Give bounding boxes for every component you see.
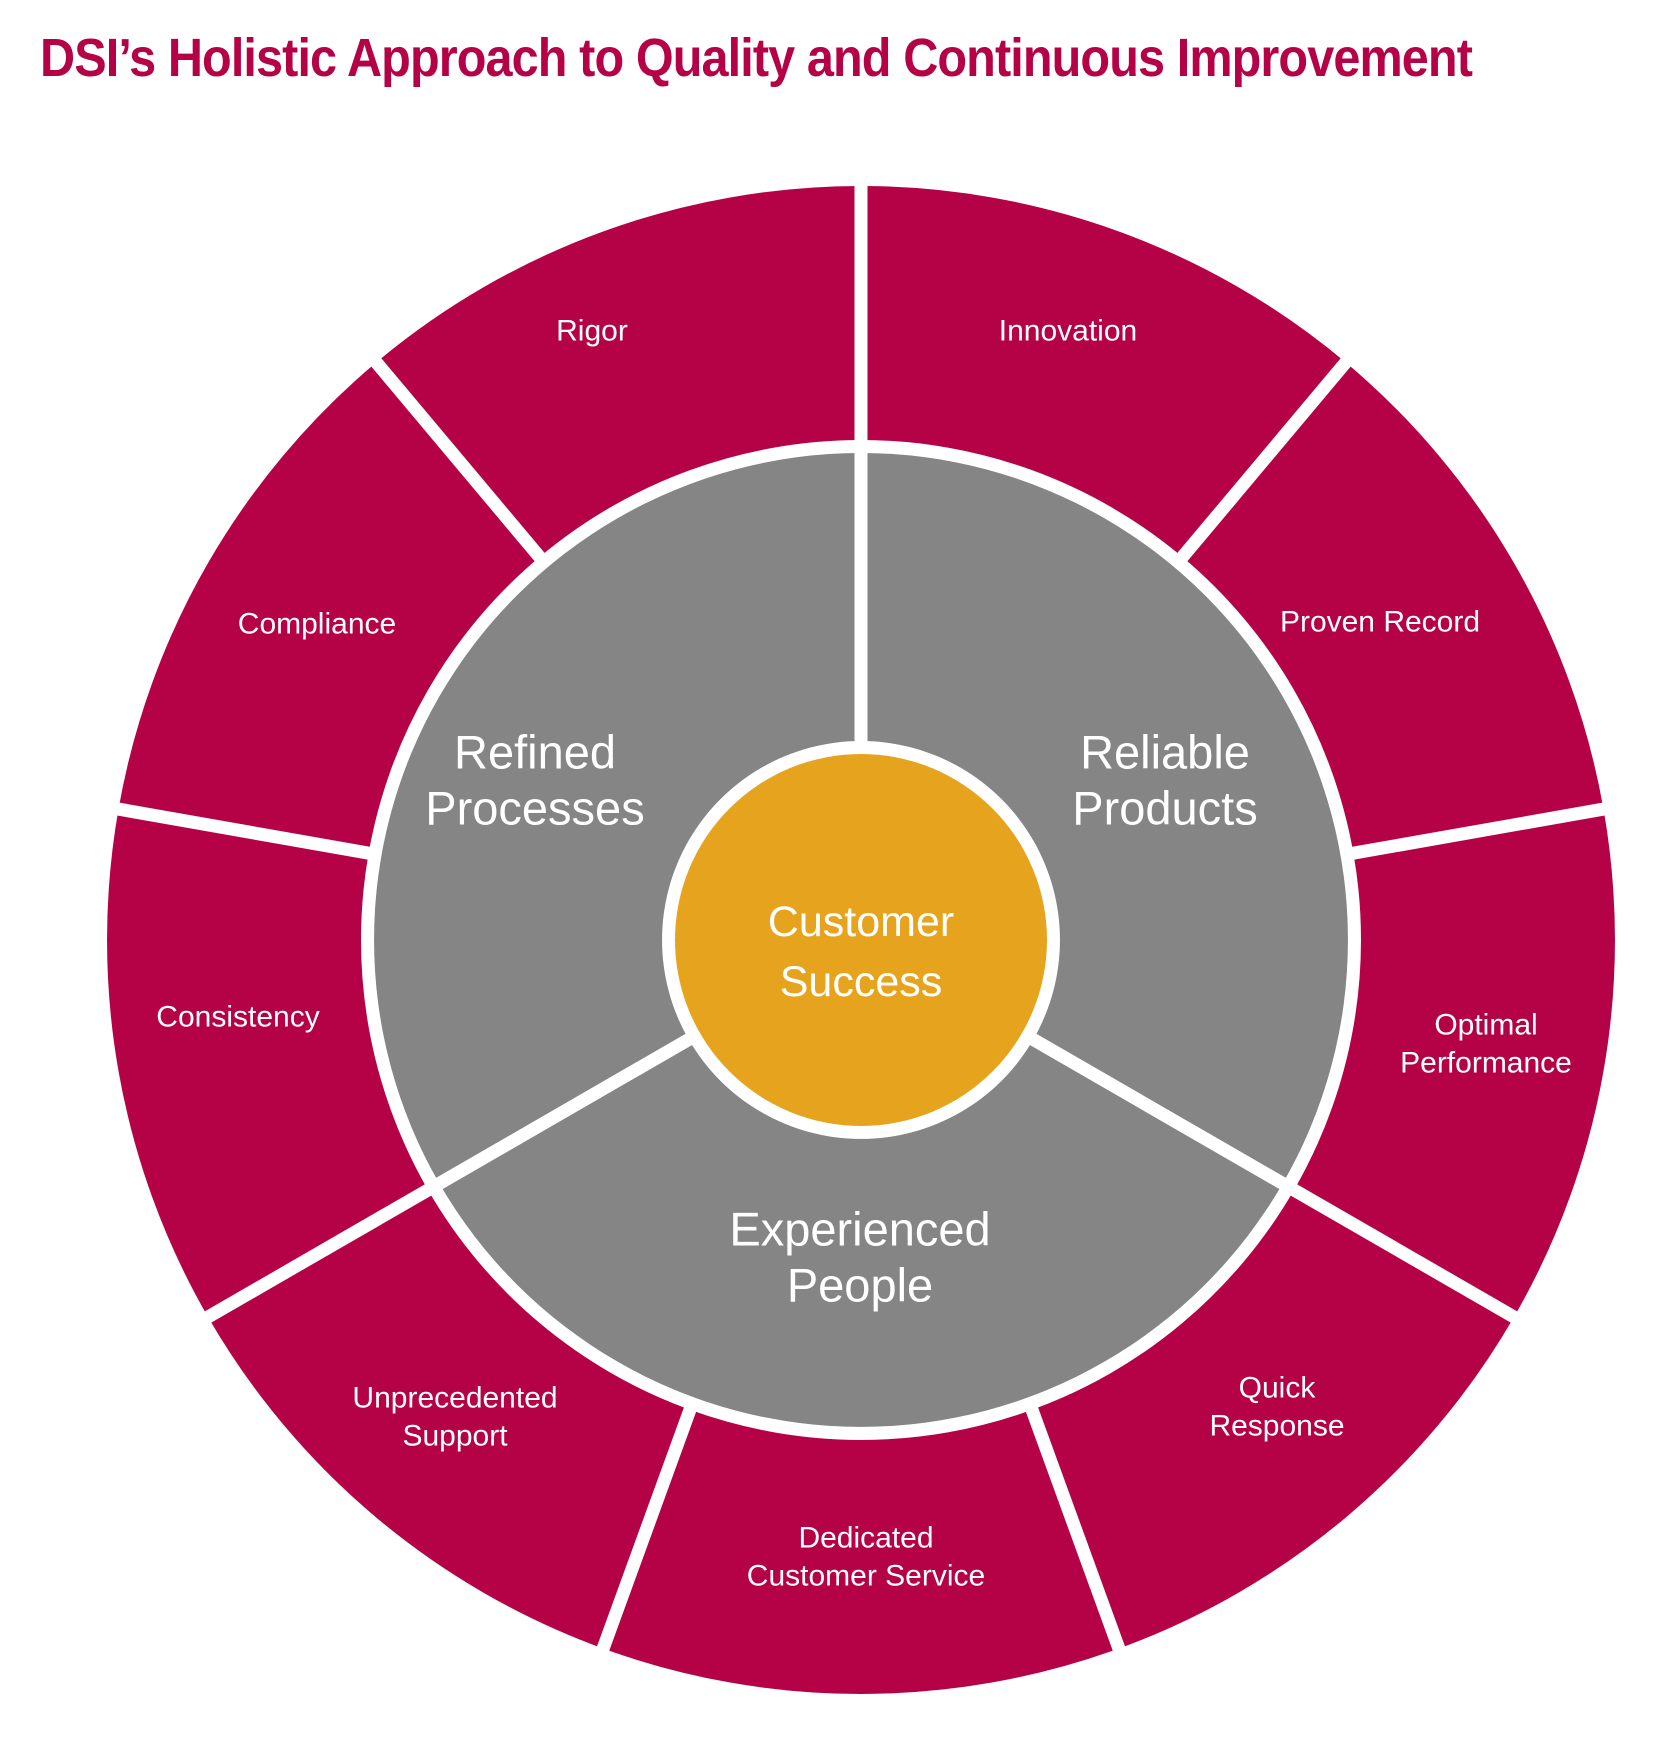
outer-label-innovation: Innovation <box>999 315 1137 348</box>
inner-label-experienced-people: People <box>787 1259 933 1312</box>
outer-divider <box>366 352 549 566</box>
outer-segment-rigor <box>376 186 861 557</box>
inner-label-reliable-products: Products <box>1072 782 1257 835</box>
outer-label-optimal-performance: Performance <box>1400 1047 1572 1080</box>
inner-ring-dividers <box>430 447 1292 1193</box>
outer-label-dedicated-customer-service: Customer Service <box>747 1560 985 1593</box>
outer-divider <box>1285 1181 1525 1327</box>
inner-divider <box>1024 1030 1292 1193</box>
outer-segment-quick-response <box>1032 1190 1514 1649</box>
outer-segment-proven-record <box>1182 362 1604 854</box>
outer-label-compliance: Compliance <box>238 608 396 641</box>
outer-label-consistency: Consistency <box>156 1001 319 1034</box>
outer-label-quick-response: Response <box>1209 1410 1344 1443</box>
inner-ring-labels: Refined Processes Reliable Products Expe… <box>425 726 1257 1312</box>
outer-segment-dedicated-customer-service <box>603 1409 1119 1694</box>
outer-label-rigor: Rigor <box>556 315 628 348</box>
center-label-line: Success <box>780 958 943 1006</box>
outer-divider <box>1346 801 1613 861</box>
inner-segment-refined-processes <box>374 453 861 1184</box>
outer-ring-labels: Innovation Proven Record Optimal Perform… <box>156 315 1572 1593</box>
center-circle-label: Customer Success <box>768 898 954 1006</box>
outer-label-unprecedented-support: Support <box>402 1420 508 1453</box>
outer-label-quick-response: Quick <box>1239 1372 1317 1405</box>
outer-segment-innovation <box>861 186 1346 557</box>
outer-label-unprecedented-support: Unprecedented <box>352 1382 557 1415</box>
page-title: DSI’s Holistic Approach to Quality and C… <box>40 28 1473 88</box>
inner-divider <box>430 1030 698 1193</box>
outer-segment-unprecedented-support <box>208 1190 690 1649</box>
outer-ring <box>107 186 1615 1694</box>
inner-label-refined-processes: Refined <box>454 726 616 779</box>
outer-label-dedicated-customer-service: Dedicated <box>798 1522 933 1555</box>
outer-label-optimal-performance: Optimal <box>1434 1009 1537 1042</box>
outer-divider <box>594 1401 699 1659</box>
inner-segment-experienced-people <box>439 1039 1283 1427</box>
inner-label-reliable-products: Reliable <box>1080 726 1250 779</box>
outer-divider <box>109 801 376 861</box>
center-label-line: Customer <box>768 898 954 946</box>
inner-label-refined-processes: Processes <box>425 782 644 835</box>
outer-segment-consistency <box>107 809 428 1317</box>
outer-divider <box>197 1181 437 1327</box>
inner-ring <box>374 453 1348 1427</box>
outer-divider <box>1173 352 1356 566</box>
outer-segment-optimal-performance <box>1294 809 1615 1317</box>
outer-segment-compliance <box>118 362 540 854</box>
center-circle <box>675 754 1047 1126</box>
outer-label-proven-record: Proven Record <box>1280 606 1480 639</box>
outer-ring-dividers <box>109 178 1613 1659</box>
outer-divider <box>1023 1401 1128 1659</box>
inner-segment-reliable-products <box>861 453 1348 1184</box>
inner-label-experienced-people: Experienced <box>729 1203 990 1256</box>
